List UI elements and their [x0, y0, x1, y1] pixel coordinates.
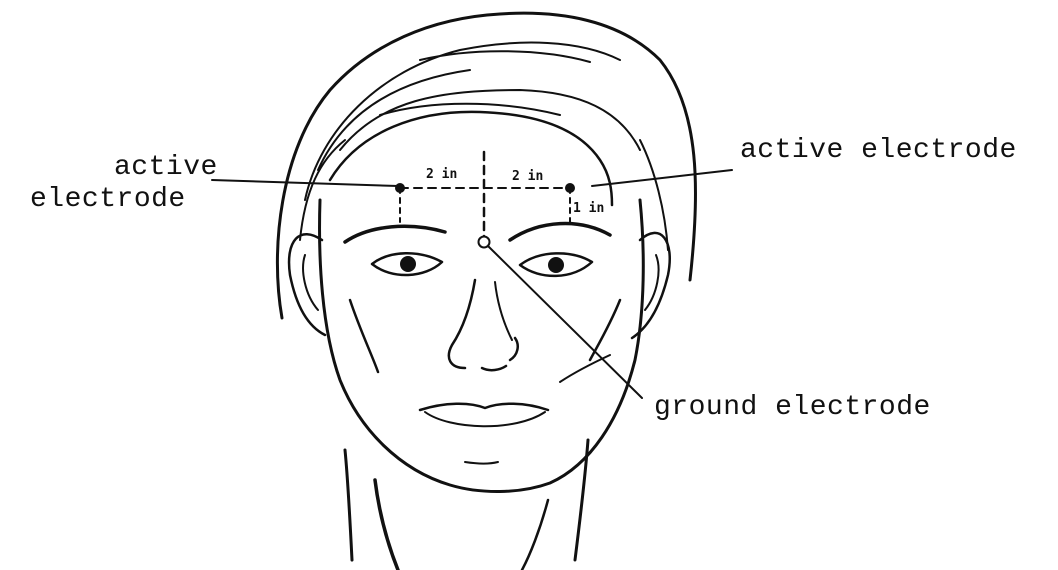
right-ear: [632, 233, 670, 338]
right-eyebrow: [510, 224, 610, 240]
vertical-spacing-label: 1 in: [573, 201, 604, 216]
ground-electrode-label: ground electrode: [654, 393, 931, 423]
left-active-label-line1: active: [114, 153, 218, 183]
mouth: [420, 404, 548, 410]
nose: [449, 280, 518, 370]
right-active-label: active electrode: [740, 136, 1017, 166]
right-active-leader: [592, 170, 732, 186]
left-eyebrow: [345, 226, 445, 242]
left-spacing-label: 2 in: [426, 167, 457, 182]
right-active-electrode: [565, 183, 575, 193]
ground-electrode: [479, 237, 490, 248]
left-active-label-line2: electrode: [30, 185, 186, 215]
neck-right: [575, 440, 588, 560]
hair-strands: [300, 43, 668, 250]
left-active-electrode: [395, 183, 405, 193]
ground-leader: [488, 246, 642, 398]
left-active-leader: [212, 180, 398, 186]
right-spacing-label: 2 in: [512, 169, 543, 184]
neck-left: [345, 450, 352, 560]
